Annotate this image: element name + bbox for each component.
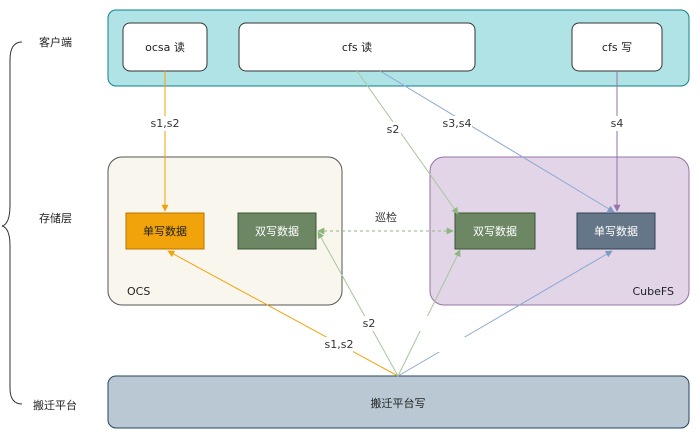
ocs-group-label: OCS [127,285,150,298]
cfs-read-label: cfs 读 [342,40,372,54]
edge-mig-to-ocs-single [167,250,399,377]
layer-label-storage: 存储层 [39,211,72,225]
edge-label-ocsa-to-ocs: s1,s2 [151,117,180,130]
cubefs-single-write-box[interactable] [576,212,656,250]
cubefs-group-label: CubeFS [632,285,674,298]
edge-label-mig-to-ocs-double: s2 [363,317,376,330]
edge-mig-to-cubefs-double [397,249,461,377]
cubefs-double-write-label: 双写数据 [473,224,517,238]
layer-label-migration: 搬迁平台 [33,398,77,412]
patrol-label: 巡检 [375,210,397,224]
edge-mig-to-ocs-double [317,231,399,377]
ocs-single-write-label: 单写数据 [143,224,187,238]
cfs-write-label: cfs 写 [602,41,632,54]
edge-label-cfs-read-s3s4: s3,s4 [443,117,472,130]
ocsa-read-label: ocsa 读 [145,40,185,54]
ocs-double-write-label: 双写数据 [255,224,299,238]
edge-label-mig-to-ocs-single: s1,s2 [325,338,354,351]
ocs-double-write-box[interactable] [237,212,317,250]
edge-label-cfs-read-s2: s2 [387,123,400,136]
layer-bracket [1,41,23,405]
ocs-single-write-box[interactable] [125,212,205,250]
cubefs-single-write-label: 单写数据 [594,224,638,238]
edge-cfs-read-to-cubefs-double [356,70,459,215]
cubefs-double-write-box[interactable] [454,212,536,250]
layer-label-client: 客户端 [39,35,72,49]
edge-mig-to-cubefs-single [397,250,613,377]
edge-label-cfs-write-s4: s4 [611,117,624,130]
edge-cfs-read-to-cubefs-single [379,70,615,213]
migration-write-label: 搬迁平台写 [371,396,426,410]
